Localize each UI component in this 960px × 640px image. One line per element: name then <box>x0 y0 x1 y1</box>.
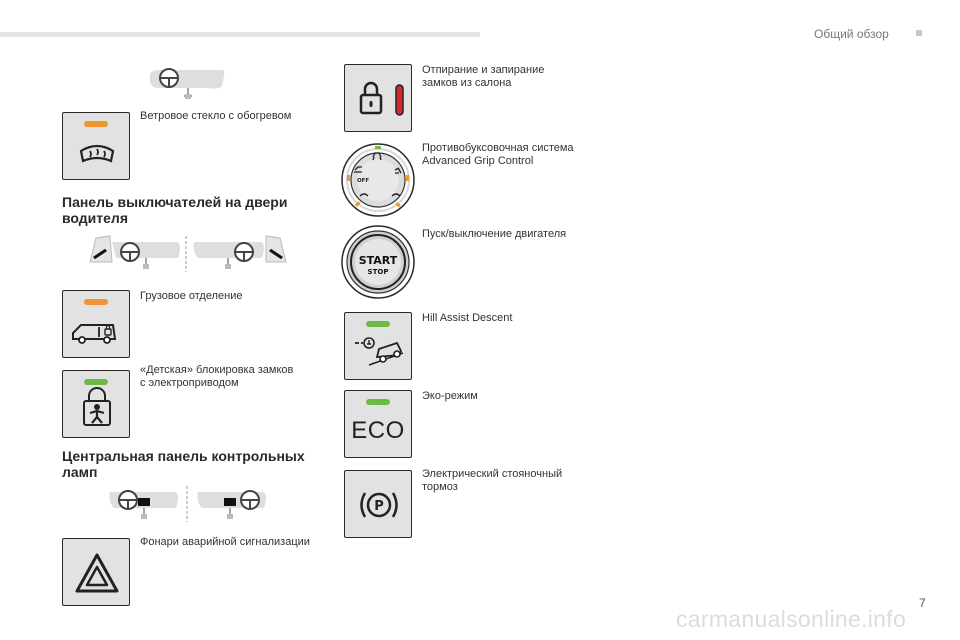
grip-control-dial[interactable]: OFF <box>340 142 416 218</box>
parking-brake-label: Электрический стояночный тормоз <box>422 468 563 493</box>
child-lock-label: «Детская» блокировка замков с электропри… <box>140 364 294 389</box>
eco-mode-label: Эко-режим <box>422 390 478 402</box>
hazard-triangle-icon <box>75 553 119 593</box>
grip-off-text: OFF <box>357 178 369 184</box>
central-panel-locator-icon <box>108 484 268 524</box>
header-marker <box>916 30 922 36</box>
green-indicator-lamp <box>366 321 390 327</box>
child-lock-icon <box>83 387 111 426</box>
eco-text: ECO <box>351 417 405 444</box>
parking-brake-button[interactable]: P <box>344 470 412 538</box>
page-number: 7 <box>919 596 926 610</box>
grip-control-label: Противобуксовочная система Advanced Grip… <box>422 142 574 167</box>
cargo-button[interactable] <box>62 290 130 358</box>
hill-descent-icon <box>355 337 404 366</box>
dashboard-locator-icon <box>148 66 226 102</box>
parking-brake-icon: P <box>360 492 398 518</box>
start-stop-button[interactable]: START STOP <box>340 224 416 300</box>
central-lock-button[interactable] <box>344 64 412 132</box>
section-title-central-panel: Центральная панель контрольных ламп <box>62 448 305 480</box>
section-title-door-panel: Панель выключателей на двери водителя <box>62 194 288 226</box>
header-title: Общий обзор <box>814 27 889 41</box>
windscreen-heating-button[interactable] <box>62 112 130 180</box>
eco-mode-button[interactable]: ECO <box>344 390 412 458</box>
central-lock-label: Отпирание и запирание замков из салона <box>422 64 545 89</box>
hill-descent-label: Hill Assist Descent <box>422 312 513 324</box>
watermark-text: carmanualsonline.info <box>676 606 907 632</box>
orange-indicator-lamp <box>84 121 108 127</box>
child-lock-button[interactable] <box>62 370 130 438</box>
windscreen-defrost-icon <box>79 144 115 163</box>
orange-indicator-lamp <box>84 299 108 305</box>
van-lock-icon <box>72 324 117 344</box>
start-text: START <box>359 254 398 267</box>
stop-text: STOP <box>368 268 389 276</box>
hazard-lights-button[interactable] <box>62 538 130 606</box>
green-indicator-lamp <box>84 379 108 385</box>
start-stop-icon: START STOP <box>341 225 415 299</box>
green-indicator-lamp <box>366 399 390 405</box>
door-panel-locator-icon <box>86 232 291 274</box>
hill-descent-button[interactable] <box>344 312 412 380</box>
header-bar <box>0 32 480 37</box>
cargo-label: Грузовое отделение <box>140 290 243 302</box>
start-stop-label: Пуск/выключение двигателя <box>422 228 567 240</box>
padlock-icon <box>359 81 404 116</box>
svg-text:P: P <box>374 499 384 514</box>
grip-control-dial-icon: OFF <box>341 143 415 217</box>
windscreen-heating-label: Ветровое стекло с обогревом <box>140 110 292 122</box>
hazard-lights-label: Фонари аварийной сигнализации <box>140 536 310 548</box>
